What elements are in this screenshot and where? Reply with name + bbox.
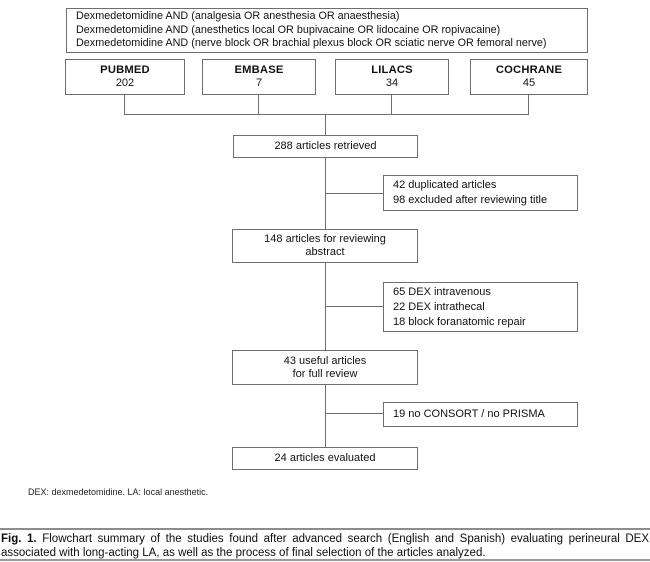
search-query-line-1: Dexmedetomidine AND (analgesia OR anesth… [76,10,400,23]
full-review-line-1: 43 useful articles [283,354,367,367]
full-review-line-2: for full review [292,367,358,380]
database-box-pubmed: PUBMED 202 [65,59,185,95]
excluded-title-line-2: 98 excluded after reviewing title [393,194,548,206]
figure-caption-label: Fig. 1. [1,533,37,545]
retrieved-label: 288 articles retrieved [274,140,377,152]
excluded-abstract-line-3: 18 block foranatomic repair [393,315,526,328]
abstract-review-box: 148 articles for reviewing abstract [232,229,418,263]
search-query-line-3: Dexmedetomidine AND (nerve block OR brac… [76,37,547,50]
evaluated-label: 24 articles evaluated [274,452,376,464]
search-strategy-box: Dexmedetomidine AND (analgesia OR anesth… [66,8,588,53]
search-query-line-2: Dexmedetomidine AND (anesthetics local O… [76,23,501,36]
database-name: COCHRANE [495,64,563,76]
abstract-review-line-1: 148 articles for reviewing [264,233,386,245]
excluded-reporting-box: 19 no CONSORT / no PRISMA [383,402,578,427]
full-review-box: 43 useful articles for full review [232,350,418,385]
database-count: 45 [522,77,536,89]
abstract-review-line-2: abstract [305,246,345,258]
database-count: 34 [385,77,399,89]
connector-line [124,114,529,115]
excluded-title-line-1: 42 duplicated articles [393,179,497,191]
excluded-abstract-line-2: 22 DEX intrathecal [393,300,485,313]
connector-line [325,413,383,414]
connector-line [325,385,326,447]
database-name: PUBMED [100,64,150,76]
connector-line [258,94,259,115]
database-box-embase: EMBASE 7 [202,59,316,95]
database-box-lilacs: LILACS 34 [335,59,449,95]
figure-caption-text: Flowchart summary of the studies found a… [1,533,649,559]
retrieved-box: 288 articles retrieved [233,135,418,158]
evaluated-box: 24 articles evaluated [232,447,418,470]
excluded-reporting-line-1: 19 no CONSORT / no PRISMA [393,408,545,420]
connector-line [528,94,529,115]
connector-line [325,193,383,194]
excluded-title-box: 42 duplicated articles 98 excluded after… [383,175,578,211]
database-count: 202 [115,77,135,89]
caption-top-rule [0,528,650,530]
database-box-cochrane: COCHRANE 45 [470,59,588,95]
figure-caption: Fig. 1. Flowchart summary of the studies… [1,533,649,560]
connector-line [325,306,383,307]
connector-line [124,94,125,115]
caption-bottom-rule [0,559,650,561]
database-name: LILACS [371,64,413,76]
abbreviations-footnote: DEX: dexmedetomidine. LA: local anesthet… [28,487,209,497]
database-name: EMBASE [234,64,284,76]
connector-line [391,94,392,115]
database-count: 7 [255,77,263,89]
excluded-abstract-box: 65 DEX intravenous 22 DEX intrathecal 18… [383,282,578,332]
connector-line [325,114,326,135]
excluded-abstract-line-1: 65 DEX intravenous [393,285,491,298]
